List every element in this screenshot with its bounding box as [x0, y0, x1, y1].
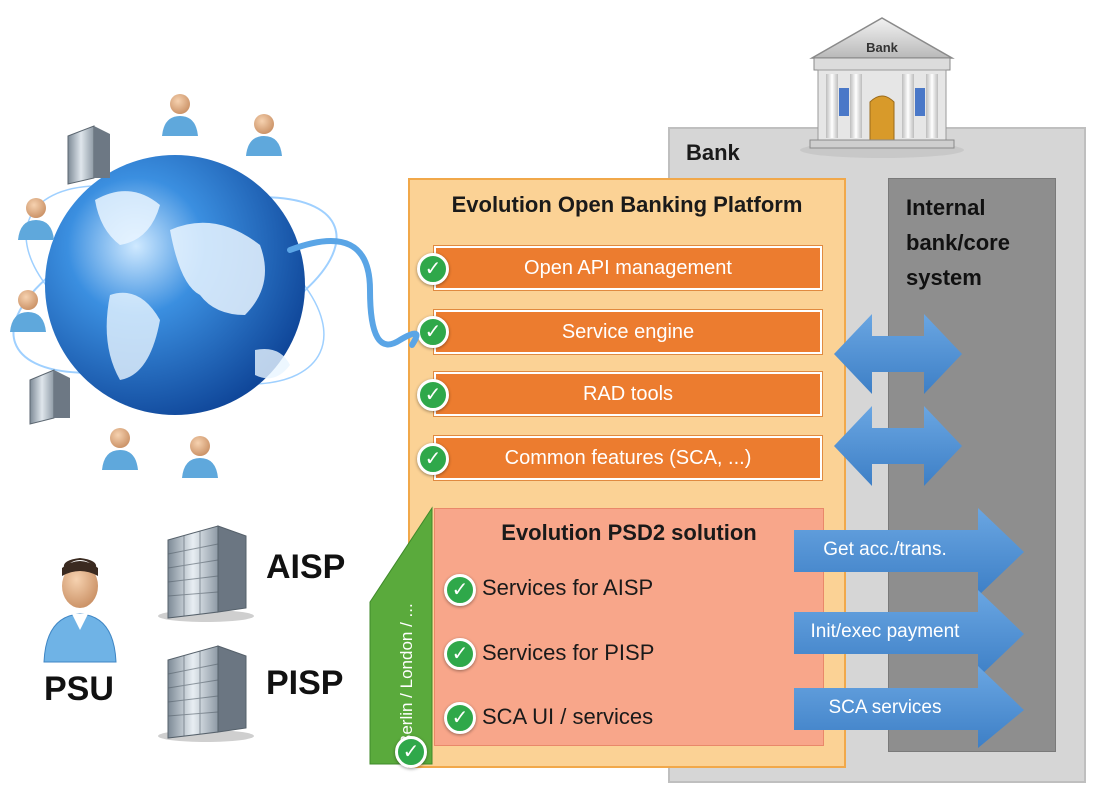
right-arrow-icon: [794, 666, 1024, 748]
pisp-label: PISP: [266, 664, 344, 702]
bank-label: Bank: [686, 140, 740, 165]
right-arrow-icon: [794, 508, 1024, 596]
checkmark-icon: ✓: [444, 638, 476, 670]
checkmark-icon: ✓: [395, 736, 427, 768]
module-service-engine: Service engine: [434, 310, 822, 354]
module-common-features: Common features (SCA, ...): [434, 436, 822, 480]
location-tag-label: Berlin / London / ...: [397, 603, 416, 746]
module-rad-tools: RAD tools: [434, 372, 822, 416]
core-system-panel: [888, 178, 1056, 752]
bank-building-icon: Bank: [800, 17, 964, 158]
user-icon: [43, 558, 117, 663]
core-label-line: Internal: [906, 195, 986, 220]
office-building-icon: [158, 525, 254, 622]
user-icon: [246, 114, 282, 156]
bidirectional-arrows: [834, 314, 962, 486]
user-icon: [10, 290, 46, 332]
checkmark-icon: ✓: [417, 316, 449, 348]
aisp-label: AISP: [266, 548, 346, 586]
user-icon: [182, 436, 218, 478]
arrow-label-init-payment: Init/exec payment: [810, 621, 960, 642]
arrow-label-sca-services: SCA services: [828, 697, 942, 718]
psd2-solution-panel: [434, 508, 824, 746]
core-label-line: bank/core: [906, 230, 1010, 255]
psd2-title: Evolution PSD2 solution: [501, 520, 757, 545]
service-aisp: Services for AISP: [482, 575, 654, 600]
module-open-api-management: Open API management: [434, 246, 822, 290]
user-icon: [162, 94, 198, 136]
office-building-icon: [158, 645, 254, 742]
location-tag-arrow: Berlin / London / ...: [369, 506, 433, 765]
platform-title: Evolution Open Banking Platform: [451, 192, 803, 217]
service-sca-ui: SCA UI / services: [482, 704, 654, 729]
globe-icon: [45, 155, 305, 415]
user-icon: [102, 428, 138, 470]
checkmark-icon: ✓: [444, 702, 476, 734]
internet-globe-illustration: [10, 94, 420, 478]
arrow-label-get-accounts: Get acc./trans.: [823, 539, 947, 560]
checkmark-icon: ✓: [417, 443, 449, 475]
core-system-label: Internal bank/core system: [906, 190, 1046, 295]
double-arrow-icon: [834, 406, 962, 486]
office-building-icon: [29, 369, 70, 425]
service-pisp: Services for PISP: [482, 640, 655, 665]
office-building-icon: [67, 125, 110, 185]
outbound-arrows: [794, 508, 1024, 748]
psu-label: PSU: [44, 670, 114, 708]
checkmark-icon: ✓: [444, 574, 476, 606]
bank-sign: Bank: [866, 40, 899, 55]
core-label-line: system: [906, 265, 982, 290]
checkmark-icon: ✓: [417, 379, 449, 411]
user-icon: [18, 198, 54, 240]
double-arrow-icon: [834, 314, 962, 394]
checkmark-icon: ✓: [417, 253, 449, 285]
right-arrow-icon: [794, 590, 1024, 678]
